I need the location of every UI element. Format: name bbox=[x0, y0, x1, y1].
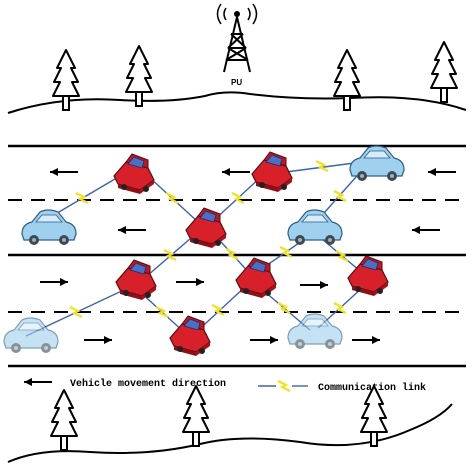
vehicle-red-icon bbox=[185, 207, 227, 249]
direction-arrow-right-icon bbox=[175, 277, 205, 287]
vehicle-faded-icon bbox=[3, 317, 59, 354]
direction-arrow-right-icon bbox=[249, 335, 279, 345]
vehicle-blue-icon bbox=[21, 209, 77, 246]
top-hill-line bbox=[7, 91, 467, 114]
tower-label: PU bbox=[231, 78, 242, 87]
vehicle-faded-icon bbox=[287, 313, 343, 350]
link-bolt-icon bbox=[164, 191, 180, 205]
direction-arrow-left-icon bbox=[49, 167, 79, 177]
vehicle-red-icon bbox=[347, 255, 389, 297]
legend-bolt-icon bbox=[276, 379, 292, 393]
vehicle-red-icon bbox=[115, 259, 157, 301]
link-bolt-icon bbox=[210, 303, 226, 317]
direction-arrow-left-icon bbox=[221, 167, 251, 177]
tree-icon bbox=[430, 41, 458, 103]
direction-arrow-left-icon bbox=[411, 225, 441, 235]
tree-icon bbox=[360, 385, 388, 447]
direction-arrow-right-icon bbox=[83, 335, 113, 345]
legend-arrow-left-icon bbox=[23, 377, 53, 387]
link-bolt-icon bbox=[314, 159, 330, 173]
vehicle-blue-icon bbox=[287, 209, 343, 246]
tree-icon bbox=[50, 389, 78, 451]
direction-arrow-left-icon bbox=[427, 167, 457, 177]
tree-icon bbox=[333, 49, 361, 111]
bottom-hill-line bbox=[7, 403, 453, 463]
legend-movement-label: Vehicle movement direction bbox=[70, 378, 226, 390]
legend: Vehicle movement direction Communication… bbox=[23, 377, 426, 394]
vehicle-blue-icon bbox=[349, 145, 405, 182]
direction-arrow-right-icon bbox=[299, 280, 329, 290]
vehicle-red-icon bbox=[113, 153, 155, 195]
direction-arrow-right-icon bbox=[39, 277, 69, 287]
tree-icon bbox=[182, 385, 210, 447]
direction-arrow-left-icon bbox=[117, 225, 147, 235]
cell-tower-icon bbox=[216, 3, 258, 73]
vehicle-red-icon bbox=[169, 315, 211, 357]
direction-arrow-right-icon bbox=[351, 335, 381, 345]
vehicle-red-icon bbox=[251, 151, 293, 193]
tree-icon bbox=[125, 45, 153, 107]
